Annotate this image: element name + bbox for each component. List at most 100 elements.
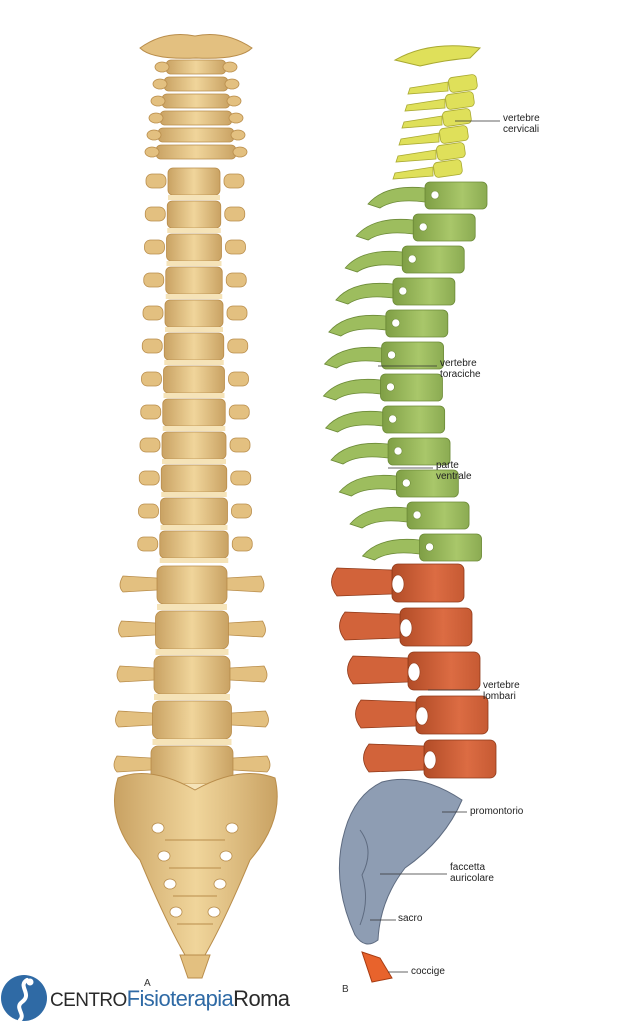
spinous-process	[339, 611, 401, 641]
spinous-process	[355, 699, 417, 729]
transverse-process	[231, 710, 269, 728]
label-leader-lines	[370, 120, 500, 973]
transverse-process	[224, 78, 240, 90]
transverse-process	[222, 61, 238, 73]
transverse-process	[228, 620, 266, 638]
thoracic-vertebra	[163, 365, 225, 394]
intervertebral-foramen	[412, 510, 422, 520]
sacral-foramen	[163, 878, 177, 890]
spine-lateral-view	[322, 45, 497, 983]
intervertebral-disc	[152, 739, 232, 745]
lumbar-vertebra	[152, 700, 232, 740]
transverse-process	[228, 404, 250, 420]
thoracic-vertebra	[164, 299, 224, 328]
transverse-process	[143, 272, 165, 288]
label-auricular-line2: auricolare	[450, 873, 494, 884]
intervertebral-disc	[162, 459, 226, 464]
sacrum	[114, 773, 278, 956]
transverse-process	[152, 78, 168, 90]
intervertebral-disc	[154, 694, 230, 700]
transverse-process	[141, 371, 162, 387]
transverse-process	[229, 665, 268, 683]
cervical-vertebra	[161, 93, 231, 109]
cervical-vertebra	[155, 144, 237, 160]
intervertebral-disc	[164, 360, 224, 365]
intervertebral-foramen	[388, 414, 397, 424]
transverse-process	[145, 173, 167, 189]
intervertebral-foramen	[425, 542, 434, 552]
logo-word-fisioterapia: Fisioterapia	[126, 986, 234, 1011]
spine-figure-icon	[1, 975, 47, 1022]
label-cervical-line1: vertebre	[503, 113, 540, 124]
intervertebral-foramen	[387, 350, 396, 360]
brand-logo	[0, 972, 300, 1024]
intervertebral-foramen	[402, 478, 411, 488]
thoracic-vertebra	[165, 266, 223, 295]
intervertebral-disc	[167, 228, 221, 233]
intervertebral-foramen	[398, 286, 408, 296]
spine-anterior-view	[113, 34, 278, 979]
panel-letter-a: A	[144, 978, 151, 989]
intervertebral-disc	[165, 327, 223, 332]
spinous-process	[398, 132, 440, 146]
intervertebral-foramen	[399, 618, 413, 638]
transverse-process	[226, 575, 265, 593]
intervertebral-disc	[155, 649, 229, 655]
transverse-process	[138, 470, 160, 486]
sacral-foramen	[207, 906, 221, 918]
coccyx-lateral	[361, 951, 393, 983]
spinous-process	[344, 251, 403, 273]
intervertebral-disc	[160, 525, 228, 530]
intervertebral-disc	[157, 604, 227, 610]
transverse-process	[223, 173, 245, 189]
label-sacrum: sacro	[398, 913, 423, 924]
sacral-foramen	[169, 906, 183, 918]
sacral-crest	[359, 829, 369, 926]
label-auricular: faccetta auricolare	[450, 862, 494, 884]
intervertebral-disc	[163, 393, 225, 398]
label-thoracic: vertebre toraciche	[440, 358, 481, 380]
label-ventral-line2: ventrale	[436, 471, 472, 482]
thoracic-vertebra	[160, 497, 228, 526]
thoracic-vertebra	[163, 332, 225, 361]
transverse-process	[144, 206, 166, 222]
transverse-process	[119, 575, 158, 593]
spinous-process	[335, 283, 394, 305]
label-cervical: vertebre cervicali	[503, 113, 540, 135]
label-lumbar-line2: lombari	[483, 691, 516, 702]
thoracic-vertebra	[166, 233, 222, 262]
label-thoracic-line2: toraciche	[440, 369, 481, 380]
intervertebral-foramen	[393, 446, 403, 456]
lumbar-vertebra	[155, 610, 229, 650]
label-auricular-line1: faccetta	[450, 862, 486, 873]
lumbar-vertebra	[153, 655, 231, 695]
cervical-vertebra-lateral	[436, 142, 466, 161]
thoracic-vertebra	[167, 167, 221, 196]
intervertebral-foramen	[423, 750, 437, 770]
transverse-process	[118, 620, 156, 638]
transverse-process	[142, 305, 164, 321]
intervertebral-disc	[166, 261, 222, 266]
cervical-vertebra-lateral	[433, 159, 463, 178]
transverse-process	[224, 206, 246, 222]
thoracic-vertebra	[162, 398, 226, 427]
spinous-process	[404, 98, 446, 112]
transverse-process	[148, 112, 164, 124]
intervertebral-disc	[165, 294, 223, 299]
spinous-process	[407, 81, 449, 95]
transverse-process	[154, 61, 170, 73]
spinous-process	[324, 411, 384, 433]
thoracic-vertebra	[159, 530, 229, 559]
spinous-process	[328, 315, 387, 337]
spinous-process	[395, 149, 437, 163]
sacral-foramen	[213, 878, 227, 890]
intervertebral-disc	[161, 492, 227, 497]
intervertebral-disc	[168, 195, 220, 200]
spinous-process	[401, 115, 443, 129]
sacral-foramen	[157, 850, 171, 862]
transverse-process	[232, 755, 271, 773]
spinous-process	[361, 539, 420, 561]
transverse-process	[227, 338, 249, 354]
transverse-process	[225, 272, 247, 288]
intervertebral-foramen	[391, 318, 401, 328]
